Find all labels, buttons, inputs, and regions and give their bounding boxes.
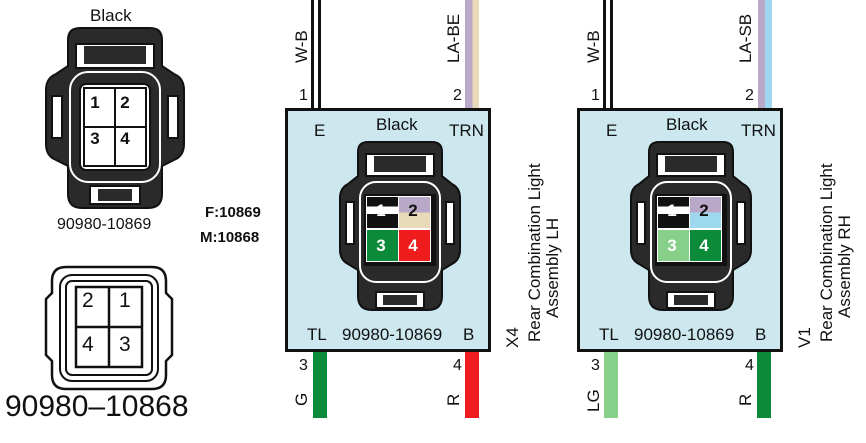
- v1-terminal-e: E: [606, 121, 618, 140]
- v1-wire-2-pin: 2: [745, 87, 754, 104]
- v1-cell-2: [689, 196, 722, 229]
- x4-cell-2: [398, 196, 431, 229]
- x4-id: X4: [503, 327, 522, 348]
- v1-part-number: 90980-10869: [634, 325, 735, 344]
- v1-wire-3-pin: 3: [591, 357, 600, 374]
- v1-wire-4-pin: 4: [745, 357, 754, 374]
- v1-pin-2: 2: [699, 201, 709, 220]
- x4-wire-4-color: R: [444, 393, 463, 406]
- x4-description-line1: Rear Combination Light: [525, 163, 544, 342]
- female-code: F:10869: [205, 204, 261, 221]
- x4-pin-3: 3: [376, 236, 386, 255]
- female-pin-4: 4: [120, 129, 130, 148]
- x4-wire-1: [311, 0, 321, 110]
- x4-wire-2-color: LA-BE: [444, 13, 463, 63]
- female-connector-face: [45, 27, 185, 209]
- v1-pin-1: 1: [667, 201, 677, 220]
- v1-wire-3-color: LG: [584, 389, 603, 412]
- x4-wire-1-color: W-B: [292, 30, 311, 63]
- x4-cell-3: [366, 229, 399, 262]
- v1-pin-3: 3: [667, 236, 677, 255]
- x4-pin-4: 4: [408, 236, 418, 255]
- male-pin-1: 1: [119, 289, 131, 312]
- v1-wire-1-pin: 1: [591, 87, 600, 104]
- x4-terminal-b: B: [463, 325, 475, 344]
- v1-wire-1-color: W-B: [584, 30, 603, 63]
- x4-description-line2: Assembly LH: [543, 217, 562, 318]
- x4-terminal-e: E: [314, 121, 326, 140]
- v1-id: V1: [795, 327, 814, 348]
- v1-cell-4: [689, 229, 722, 262]
- x4-terminal-trn: TRN: [449, 121, 484, 140]
- male-part-number: 90980–10868: [5, 390, 189, 423]
- x4-wire-2-pin: 2: [453, 87, 462, 104]
- female-part-number: 90980-10869: [57, 216, 152, 233]
- v1-wire-4: [757, 352, 771, 418]
- female-pin-2: 2: [120, 93, 130, 112]
- v1-terminal-tl: TL: [599, 325, 619, 344]
- v1-terminal-b: B: [755, 325, 767, 344]
- x4-terminal-tl: TL: [307, 325, 327, 344]
- x4-pin-2: 2: [408, 201, 418, 220]
- v1-cell-1: [657, 196, 690, 229]
- left-top-color-label: Black: [90, 6, 132, 25]
- x4-wire-4-pin: 4: [453, 357, 462, 374]
- x4-wire-3: [313, 352, 327, 418]
- v1-pin-4: 4: [699, 236, 709, 255]
- x4-part-number: 90980-10869: [342, 325, 443, 344]
- female-pin-1: 1: [90, 93, 100, 112]
- v1-description-line2: Assembly RH: [835, 215, 854, 318]
- v1-cell-3: [657, 229, 690, 262]
- x4-color-label: Black: [376, 115, 418, 134]
- x4-wire-3-color: G: [292, 392, 311, 406]
- male-code: M:10868: [200, 229, 260, 246]
- x4-wire-3-pin: 3: [299, 357, 308, 374]
- v1-wire-4-color: R: [736, 393, 755, 406]
- v1-color-label: Black: [666, 115, 708, 134]
- female-pin-3: 3: [90, 129, 100, 148]
- male-pin-2: 2: [82, 289, 94, 312]
- v1-wire-3: [604, 352, 618, 418]
- x4-pin-1: 1: [376, 201, 386, 220]
- x4-cell-4: [398, 229, 431, 262]
- x4-wire-4: [465, 352, 479, 418]
- v1-terminal-trn: TRN: [741, 121, 776, 140]
- male-connector-face: [44, 265, 174, 391]
- v1-wire-2: [758, 0, 772, 110]
- x4-wire-1-pin: 1: [299, 87, 308, 104]
- male-pin-3: 3: [119, 333, 131, 356]
- v1-wire-2-color: LA-SB: [736, 13, 755, 63]
- male-pin-4: 4: [82, 333, 94, 356]
- x4-wire-2: [465, 0, 479, 110]
- v1-description-line1: Rear Combination Light: [817, 163, 836, 342]
- v1-wire-1: [603, 0, 613, 110]
